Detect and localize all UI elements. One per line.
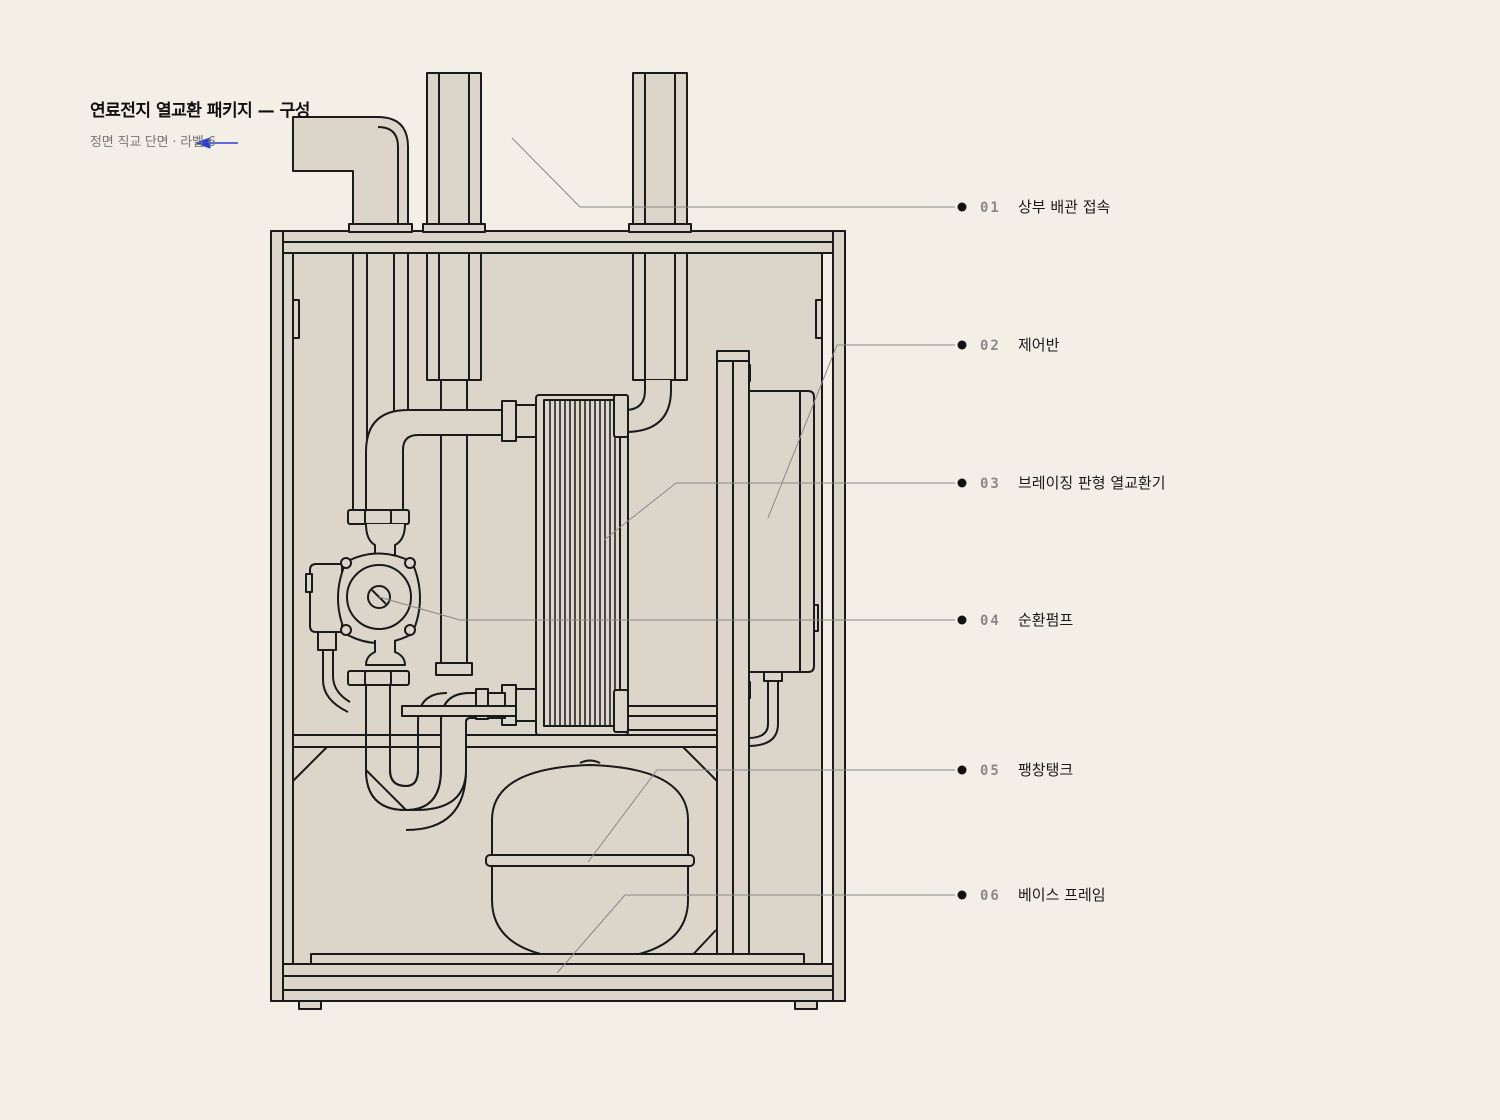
- callout-list: 01 상부 배관 접속 02 제어반 03 브레이징 판형 열교환기 04 순환…: [957, 198, 1166, 904]
- control-panel: [716, 350, 815, 965]
- callout-label: 제어반: [1018, 336, 1060, 354]
- callout-06: 06 베이스 프레임: [957, 886, 1106, 904]
- callout-dot: [957, 890, 967, 900]
- page-title: 연료전지 열교환 패키지 — 구성: [90, 101, 310, 121]
- callout-number: 02: [980, 338, 1001, 354]
- callout-label: 팽창탱크: [1018, 761, 1073, 779]
- page-subtitle: 정면 직교 단면 · 라벨 6: [90, 135, 216, 150]
- circulation-pump: [305, 509, 421, 713]
- callout-03: 03 브레이징 판형 열교환기: [957, 474, 1166, 492]
- callout-number: 06: [980, 888, 1001, 904]
- plate-heat-exchanger: [535, 394, 629, 736]
- leader-line-03: [603, 482, 955, 541]
- callout-01: 01 상부 배관 접속: [957, 198, 1111, 216]
- top-pipe-connections: [292, 72, 692, 676]
- leader-line-06: [556, 894, 955, 974]
- callout-02: 02 제어반: [957, 336, 1060, 354]
- annotation-arrow: [195, 137, 238, 149]
- callout-dot: [957, 202, 967, 212]
- leader-line-05: [587, 769, 955, 863]
- callout-label: 베이스 프레임: [1018, 886, 1106, 904]
- callout-number: 01: [980, 200, 1001, 216]
- callout-dot: [957, 765, 967, 775]
- callout-number: 04: [980, 613, 1001, 629]
- callout-label: 상부 배관 접속: [1018, 198, 1111, 216]
- leader-lines: [378, 137, 955, 974]
- leader-line-01: [511, 137, 955, 208]
- callout-04: 04 순환펌프: [957, 611, 1073, 629]
- callout-label: 순환펌프: [1018, 611, 1073, 629]
- callout-05: 05 팽창탱크: [957, 761, 1073, 779]
- callout-number: 05: [980, 763, 1001, 779]
- callout-dot: [957, 340, 967, 350]
- callout-dot: [957, 478, 967, 488]
- base-frame: [282, 953, 834, 1010]
- leader-line-02: [767, 344, 955, 519]
- callout-dot: [957, 615, 967, 625]
- callout-number: 03: [980, 476, 1001, 492]
- callout-label: 브레이징 판형 열교환기: [1018, 474, 1166, 492]
- leader-line-04: [378, 596, 955, 621]
